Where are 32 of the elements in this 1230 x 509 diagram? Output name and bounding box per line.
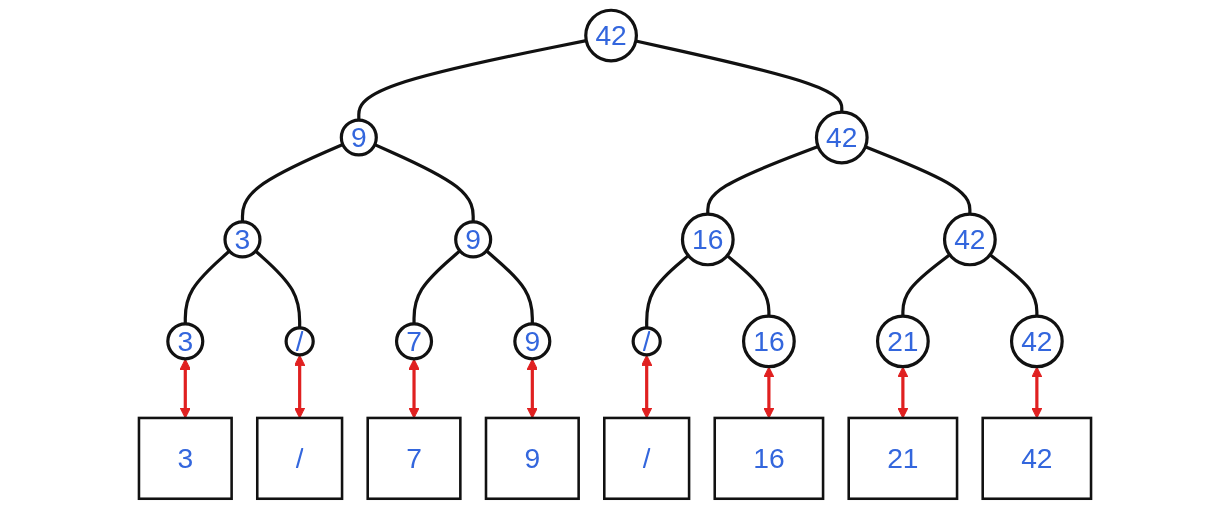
node-circle: 9 bbox=[454, 220, 493, 259]
node-box: 3 bbox=[137, 416, 233, 500]
node-box: 21 bbox=[847, 416, 959, 500]
node-circle: 9 bbox=[513, 322, 552, 361]
node-circle: 42 bbox=[584, 8, 638, 63]
node-circle: / bbox=[631, 326, 662, 357]
connector bbox=[989, 253, 1039, 317]
connector bbox=[254, 249, 302, 328]
connector bbox=[183, 249, 231, 324]
node-box: 7 bbox=[366, 416, 462, 500]
node-circle: 3 bbox=[166, 322, 205, 361]
node-circle: 42 bbox=[814, 110, 869, 165]
connector bbox=[726, 254, 771, 317]
node-circle: 7 bbox=[394, 322, 434, 361]
connector bbox=[240, 143, 344, 222]
connector bbox=[412, 249, 461, 324]
connector bbox=[645, 254, 690, 328]
node-circle: 42 bbox=[942, 212, 997, 267]
node-circle: 16 bbox=[680, 212, 735, 267]
node-box: / bbox=[256, 416, 344, 500]
node-box: 16 bbox=[713, 416, 825, 500]
node-circle: 9 bbox=[339, 118, 378, 157]
node-circle: 16 bbox=[741, 314, 796, 369]
connector bbox=[485, 249, 534, 324]
connector bbox=[901, 253, 951, 317]
node-circle: / bbox=[284, 326, 315, 357]
node-circle: 42 bbox=[1009, 314, 1064, 369]
node-circle: 3 bbox=[223, 220, 262, 259]
node-box: 42 bbox=[981, 416, 1093, 500]
node-box: 9 bbox=[484, 416, 580, 500]
node-box: / bbox=[603, 416, 691, 500]
node-circle: 21 bbox=[875, 314, 930, 369]
